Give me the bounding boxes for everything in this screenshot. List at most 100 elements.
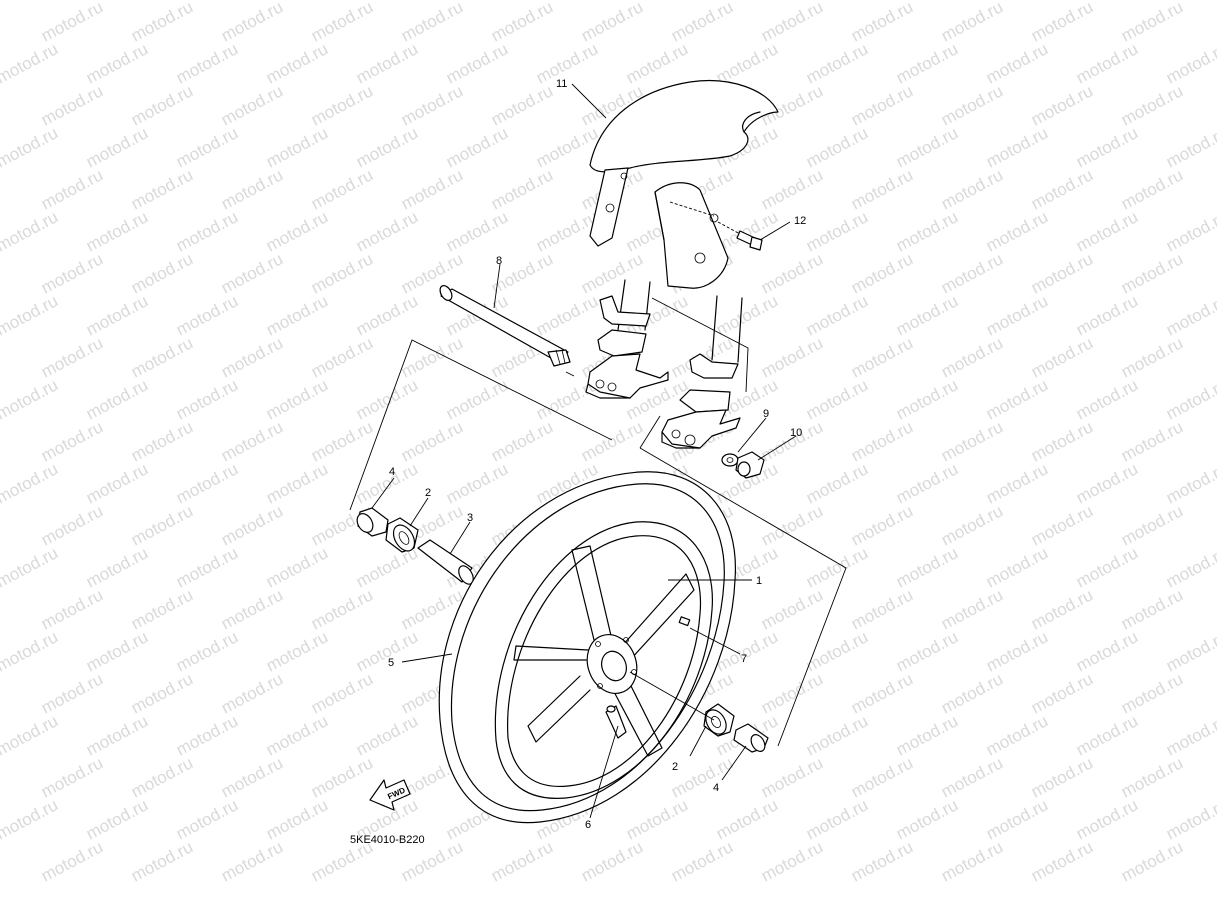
watermark-text: motod.ru <box>83 627 151 675</box>
watermark-text: motod.ru <box>578 837 646 885</box>
watermark-text: motod.ru <box>803 795 871 843</box>
watermark-text: motod.ru <box>1118 669 1186 717</box>
watermark-text: motod.ru <box>533 291 601 339</box>
watermark-text: motod.ru <box>83 375 151 423</box>
watermark-text: motod.ru <box>713 291 781 339</box>
watermark-text: motod.ru <box>0 375 61 423</box>
watermark-text: motod.ru <box>218 501 286 549</box>
watermark-text: motod.ru <box>1073 291 1141 339</box>
leader-8 <box>493 263 501 309</box>
watermark-text: motod.ru <box>758 165 826 213</box>
watermark-text: motod.ru <box>173 543 241 591</box>
watermark-text: motod.ru <box>1073 627 1141 675</box>
watermark-text: motod.ru <box>938 753 1006 801</box>
watermark-text: motod.ru <box>218 585 286 633</box>
watermark-text: motod.ru <box>848 333 916 381</box>
watermark-text: motod.ru <box>983 39 1051 87</box>
watermark-text: motod.ru <box>308 669 376 717</box>
watermark-text: motod.ru <box>398 249 466 297</box>
watermark-text: motod.ru <box>83 795 151 843</box>
callout-8: 8 <box>496 255 502 267</box>
watermark-text: motod.ru <box>488 837 556 885</box>
watermark-text: motod.ru <box>1118 81 1186 129</box>
watermark-text: motod.ru <box>803 627 871 675</box>
right-fork-leg <box>661 295 743 449</box>
watermark-text: motod.ru <box>803 543 871 591</box>
leader-7 <box>689 627 741 655</box>
watermark-text: motod.ru <box>38 417 106 465</box>
watermark-text: motod.ru <box>308 585 376 633</box>
watermark-text: motod.ru <box>83 39 151 87</box>
watermark-text: motod.ru <box>1073 123 1141 171</box>
watermark-text: motod.ru <box>623 39 691 87</box>
watermark-text: motod.ru <box>848 753 916 801</box>
watermark-text: motod.ru <box>893 459 961 507</box>
watermark-text: motod.ru <box>0 123 61 171</box>
watermark-text: motod.ru <box>578 249 646 297</box>
watermark-text: motod.ru <box>848 0 916 46</box>
watermark-text: motod.ru <box>1163 627 1217 675</box>
watermark-text: motod.ru <box>38 753 106 801</box>
watermark-text: motod.ru <box>983 123 1051 171</box>
watermark-text: motod.ru <box>1118 0 1186 46</box>
watermark-text: motod.ru <box>1073 459 1141 507</box>
watermark-text: motod.ru <box>128 249 196 297</box>
watermark-text: motod.ru <box>173 291 241 339</box>
watermark-text: motod.ru <box>398 0 466 46</box>
watermark-text: motod.ru <box>758 417 826 465</box>
watermark-text: motod.ru <box>38 165 106 213</box>
watermark-text: motod.ru <box>1163 207 1217 255</box>
watermark-text: motod.ru <box>173 627 241 675</box>
watermark-text: motod.ru <box>983 375 1051 423</box>
watermark-text: motod.ru <box>578 0 646 46</box>
watermark-text: motod.ru <box>83 459 151 507</box>
watermark-text: motod.ru <box>1163 375 1217 423</box>
right-collar <box>733 723 769 753</box>
watermark-text: motod.ru <box>1028 669 1096 717</box>
front-fender <box>589 80 779 289</box>
watermark-text: motod.ru <box>218 81 286 129</box>
watermark-text: motod.ru <box>83 123 151 171</box>
watermark-text: motod.ru <box>938 81 1006 129</box>
watermark-text: motod.ru <box>308 753 376 801</box>
watermark-text: motod.ru <box>263 627 331 675</box>
watermark-text: motod.ru <box>983 291 1051 339</box>
watermark-text: motod.ru <box>848 837 916 885</box>
watermark-text: motod.ru <box>353 207 421 255</box>
left-bearing <box>385 517 419 553</box>
watermark-text: motod.ru <box>893 795 961 843</box>
watermark-text: motod.ru <box>893 291 961 339</box>
watermark-text: motod.ru <box>128 585 196 633</box>
watermark-text: motod.ru <box>848 669 916 717</box>
leader-12 <box>759 221 791 241</box>
callout-10: 10 <box>790 427 802 439</box>
callout-11: 11 <box>556 78 567 90</box>
watermark-text: motod.ru <box>353 711 421 759</box>
watermark-text: motod.ru <box>173 795 241 843</box>
watermark-text: motod.ru <box>398 417 466 465</box>
watermark-text: motod.ru <box>983 795 1051 843</box>
watermark-text: motod.ru <box>83 543 151 591</box>
watermark-text: motod.ru <box>308 81 376 129</box>
watermark-text: motod.ru <box>218 669 286 717</box>
watermark-text: motod.ru <box>218 333 286 381</box>
watermark-text: motod.ru <box>0 795 61 843</box>
watermark-text: motod.ru <box>173 375 241 423</box>
watermark-text: motod.ru <box>263 207 331 255</box>
watermark-text: motod.ru <box>128 0 196 46</box>
front-axle <box>439 285 571 367</box>
watermark-text: motod.ru <box>308 249 376 297</box>
front-wheel <box>438 471 736 824</box>
watermark-text: motod.ru <box>893 711 961 759</box>
watermark-text: motod.ru <box>1163 123 1217 171</box>
watermark-text: motod.ru <box>128 81 196 129</box>
watermark-text: motod.ru <box>668 753 736 801</box>
watermark-text: motod.ru <box>263 375 331 423</box>
watermark-text: motod.ru <box>128 837 196 885</box>
watermark-text: motod.ru <box>173 123 241 171</box>
watermark-text: motod.ru <box>938 417 1006 465</box>
watermark-text: motod.ru <box>1028 753 1096 801</box>
watermark-text: motod.ru <box>443 39 511 87</box>
watermark-text: motod.ru <box>263 39 331 87</box>
watermark-text: motod.ru <box>848 585 916 633</box>
